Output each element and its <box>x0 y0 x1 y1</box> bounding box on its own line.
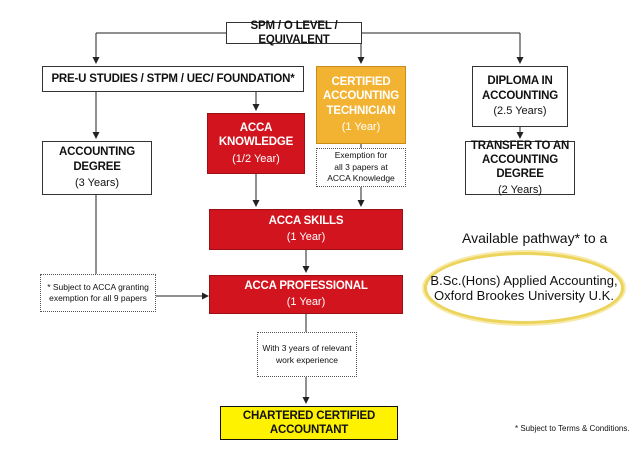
cat-line3: TECHNICIAN <box>326 104 396 117</box>
exemption-line2: all 3 papers at <box>334 161 388 172</box>
exemption-line3: ACCA Knowledge <box>327 173 395 184</box>
oxford-brookes-oval: B.Sc.(Hons) Applied Accounting, Oxford B… <box>424 252 624 324</box>
diploma-duration: (2.5 Years) <box>493 105 547 117</box>
diploma-in-accounting-box: DIPLOMA IN ACCOUNTING (2.5 Years) <box>472 66 568 127</box>
spm-o-level-box: SPM / O LEVEL / EQUIVALENT <box>226 20 362 46</box>
work-experience-note-box: With 3 years of relevant work experience <box>257 332 357 377</box>
exemption-note-box: Exemption for all 3 papers at ACCA Knowl… <box>316 148 406 187</box>
exemption-line1: Exemption for <box>334 150 388 161</box>
subject-note-line1: * Subject to ACCA granting <box>47 281 149 292</box>
acca-knowledge-box: ACCA KNOWLEDGE (1/2 Year) <box>207 113 305 174</box>
pathway-university: Oxford Brookes University U.K. <box>434 288 614 303</box>
chartered-certified-accountant-box: CHARTERED CERTIFIED ACCOUNTANT <box>220 406 398 440</box>
professional-title: ACCA PROFESSIONAL <box>244 279 368 292</box>
subject-to-acca-note-box: * Subject to ACCA granting exemption for… <box>40 274 156 312</box>
knowledge-line2: KNOWLEDGE <box>218 136 294 149</box>
cat-line1: CERTIFIED <box>331 76 391 89</box>
experience-line2: work experience <box>276 354 338 365</box>
diploma-line2: ACCOUNTING <box>482 89 558 102</box>
cat-duration: (1 Year) <box>341 121 381 134</box>
knowledge-duration: (1/2 Year) <box>232 152 280 165</box>
experience-line1: With 3 years of relevant <box>262 343 352 354</box>
acca-professional-box: ACCA PROFESSIONAL (1 Year) <box>209 275 403 314</box>
cca-title: CHARTERED CERTIFIED ACCOUNTANT <box>242 409 376 436</box>
accounting-degree-duration: (3 Years) <box>74 177 120 189</box>
pre-u-studies-box: PRE-U STUDIES / STPM / UEC/ FOUNDATION* <box>42 66 304 92</box>
pathway-degree: B.Sc.(Hons) Applied Accounting, <box>430 273 618 288</box>
pathway-heading: Available pathway* to a <box>462 230 608 246</box>
knowledge-line1: ACCA <box>239 121 273 134</box>
professional-duration: (1 Year) <box>286 296 326 309</box>
skills-title: ACCA SKILLS <box>268 214 344 227</box>
terms-footnote: * Subject to Terms & Conditions. <box>515 424 630 433</box>
skills-duration: (1 Year) <box>286 231 326 244</box>
transfer-line2: ACCOUNTING DEGREE <box>482 153 558 181</box>
diploma-line1: DIPLOMA IN <box>487 75 553 88</box>
spm-title: SPM / O LEVEL / EQUIVALENT <box>250 19 338 46</box>
accounting-degree-title: ACCOUNTING DEGREE <box>59 146 135 173</box>
transfer-duration: (2 Years) <box>497 183 543 196</box>
transfer-to-accounting-degree-box: TRANSFER TO AN ACCOUNTING DEGREE (2 Year… <box>465 139 575 196</box>
transfer-line1: TRANSFER TO AN <box>470 139 570 152</box>
cat-line2: ACCOUNTING <box>323 90 399 103</box>
acca-skills-box: ACCA SKILLS (1 Year) <box>209 209 403 250</box>
pre-u-title: PRE-U STUDIES / STPM / UEC/ FOUNDATION* <box>51 72 295 85</box>
accounting-degree-box: ACCOUNTING DEGREE (3 Years) <box>42 141 152 195</box>
subject-note-line2: exemption for all 9 papers <box>49 293 147 303</box>
certified-accounting-technician-box: CERTIFIED ACCOUNTING TECHNICIAN (1 Year) <box>316 66 406 144</box>
